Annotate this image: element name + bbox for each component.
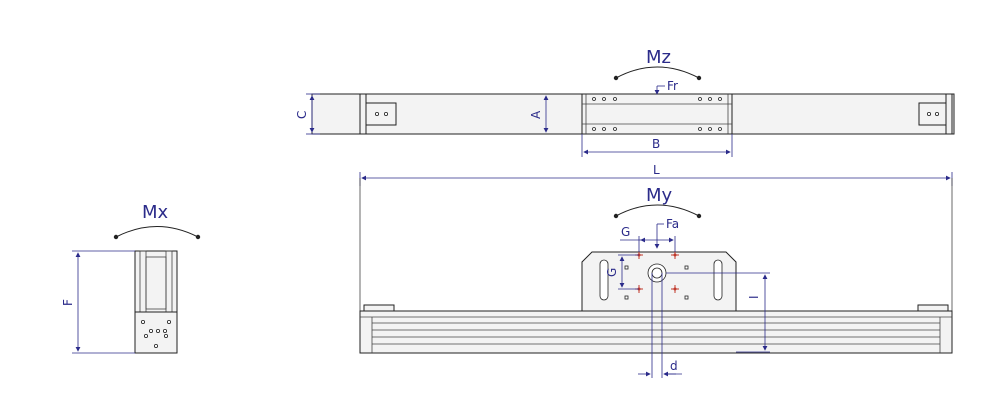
- side-right-end-block: [917, 304, 949, 312]
- d-label: d: [670, 359, 678, 373]
- g-vertical-label: G: [605, 268, 619, 277]
- side-left-end-block: [363, 304, 395, 312]
- a-label: A: [529, 110, 543, 119]
- c-label: C: [295, 111, 309, 119]
- mz-label: Mz: [646, 47, 671, 68]
- mx-moment-arrow: [113, 226, 201, 240]
- side-view: L: [359, 163, 953, 378]
- my-label: My: [646, 185, 673, 206]
- b-label: B: [652, 137, 660, 151]
- top-left-mount: [365, 102, 397, 126]
- fr-label: Fr: [667, 79, 678, 93]
- mx-label: Mx: [142, 202, 169, 223]
- l-label: L: [653, 163, 660, 177]
- top-left-end-cap: [359, 93, 367, 135]
- top-right-end-cap: [945, 93, 953, 135]
- top-carriage: [581, 93, 733, 135]
- f-label: F: [61, 299, 75, 306]
- end-view-holes: [140, 319, 171, 348]
- top-view: Mz Fr C A B: [295, 47, 955, 157]
- end-view: Mx F: [61, 202, 201, 354]
- my-moment-arrow: [613, 204, 702, 219]
- top-right-mount: [918, 102, 947, 126]
- side-rail: [359, 310, 953, 354]
- top-carriage-holes: [592, 97, 722, 131]
- mz-moment-arrow: [613, 66, 702, 81]
- g-horizontal-label: G: [621, 225, 630, 239]
- fa-label: Fa: [666, 217, 679, 231]
- end-view-carriage: [134, 250, 178, 313]
- i-label: I: [747, 295, 761, 299]
